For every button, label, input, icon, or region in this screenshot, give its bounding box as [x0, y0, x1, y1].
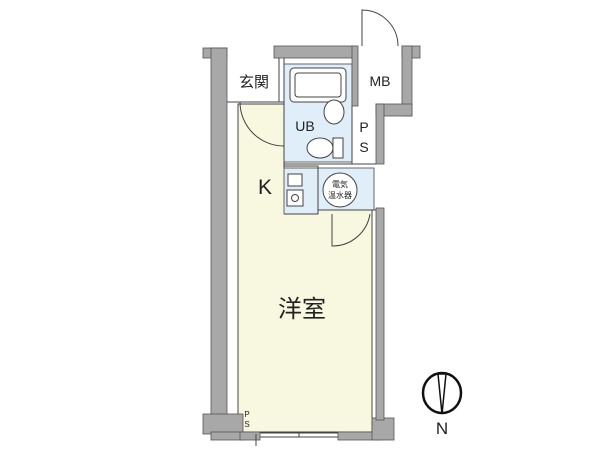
partitions [227, 58, 376, 215]
mb-label: MB [370, 73, 391, 89]
water-heater-label-2: 温水器 [328, 190, 352, 200]
ps-upper-area [352, 108, 376, 163]
sink-icon [323, 99, 345, 125]
western-room-label: 洋室 [278, 296, 326, 323]
ps-upper-label-s: S [359, 139, 368, 155]
kitchen-label: K [258, 176, 272, 199]
stove-icon [287, 173, 303, 187]
doors [239, 9, 399, 446]
water-heater-label-1: 電気 [332, 179, 348, 189]
toilet-tank-icon [332, 137, 344, 159]
ps-lower-label-p: P [244, 410, 249, 419]
north-compass: N [421, 371, 463, 438]
window [260, 432, 338, 438]
walls [202, 45, 421, 441]
compass-needle-icon [437, 373, 447, 415]
genkan-label: 玄関 [239, 74, 269, 91]
bathtub-inner [294, 72, 342, 98]
ps-lower-label-s: S [244, 420, 249, 429]
genkan-floor [227, 62, 279, 102]
kitchen-sink-drain-icon [291, 194, 299, 202]
ub-label: UB [295, 118, 314, 134]
compass-label: N [436, 419, 448, 438]
ps-upper-label-p: P [359, 119, 368, 135]
water-heater-icon [322, 172, 358, 208]
mb-area [358, 56, 403, 104]
toilet-icon [306, 137, 334, 159]
